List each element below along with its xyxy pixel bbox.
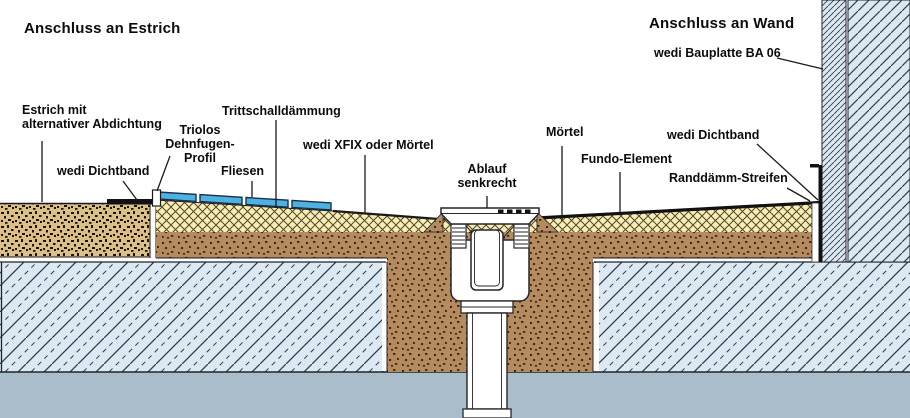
leader-dichtband-left — [122, 180, 138, 201]
triolos-profile — [151, 189, 162, 207]
leader-dichtband-right — [756, 143, 819, 201]
expansion-joint — [149, 204, 157, 258]
label-wedi-dichtband-left: wedi Dichtband — [57, 164, 150, 178]
label-wedi-bauplatte: wedi Bauplatte BA 06 — [654, 46, 781, 60]
base-layer — [0, 371, 910, 418]
label-randdaemm-streifen: Randdämm-Streifen — [669, 171, 788, 185]
leader-triolos — [156, 155, 171, 192]
title-right: Anschluss an Wand — [649, 15, 795, 32]
drain-pipe — [460, 300, 514, 418]
label-moertel: Mörtel — [546, 125, 584, 139]
label-triolos-dehnfugen-profil: Triolos Dehnfugen-Profil — [165, 123, 235, 166]
label-estrich: Estrich mit alternativer Abdichtung — [22, 103, 162, 132]
floor-drain — [423, 207, 559, 418]
sealing-band-left — [107, 199, 152, 205]
label-fliesen: Fliesen — [221, 164, 265, 178]
sealing-band-right — [536, 164, 823, 263]
label-wedi-xfix: wedi XFIX oder Mörtel — [303, 138, 434, 152]
fundo-element-layer — [155, 199, 812, 232]
bauplatte-strip — [821, 0, 847, 263]
wall-hatch — [847, 0, 910, 263]
screed-layer — [0, 202, 150, 258]
label-fundo-element: Fundo-Element — [581, 152, 672, 166]
title-left: Anschluss an Estrich — [24, 20, 181, 37]
tile-row — [157, 191, 332, 211]
label-ablauf-senkrecht: Ablauf senkrecht — [457, 162, 517, 191]
leader-bauplatte — [776, 57, 824, 70]
label-wedi-dichtband-right: wedi Dichtband — [667, 128, 760, 142]
leader-randdaemm — [786, 187, 811, 202]
randdaemm-strip — [811, 202, 820, 263]
leader-lines — [41, 57, 824, 221]
label-trittschalldaemmung: Trittschalldämmung — [222, 104, 341, 118]
